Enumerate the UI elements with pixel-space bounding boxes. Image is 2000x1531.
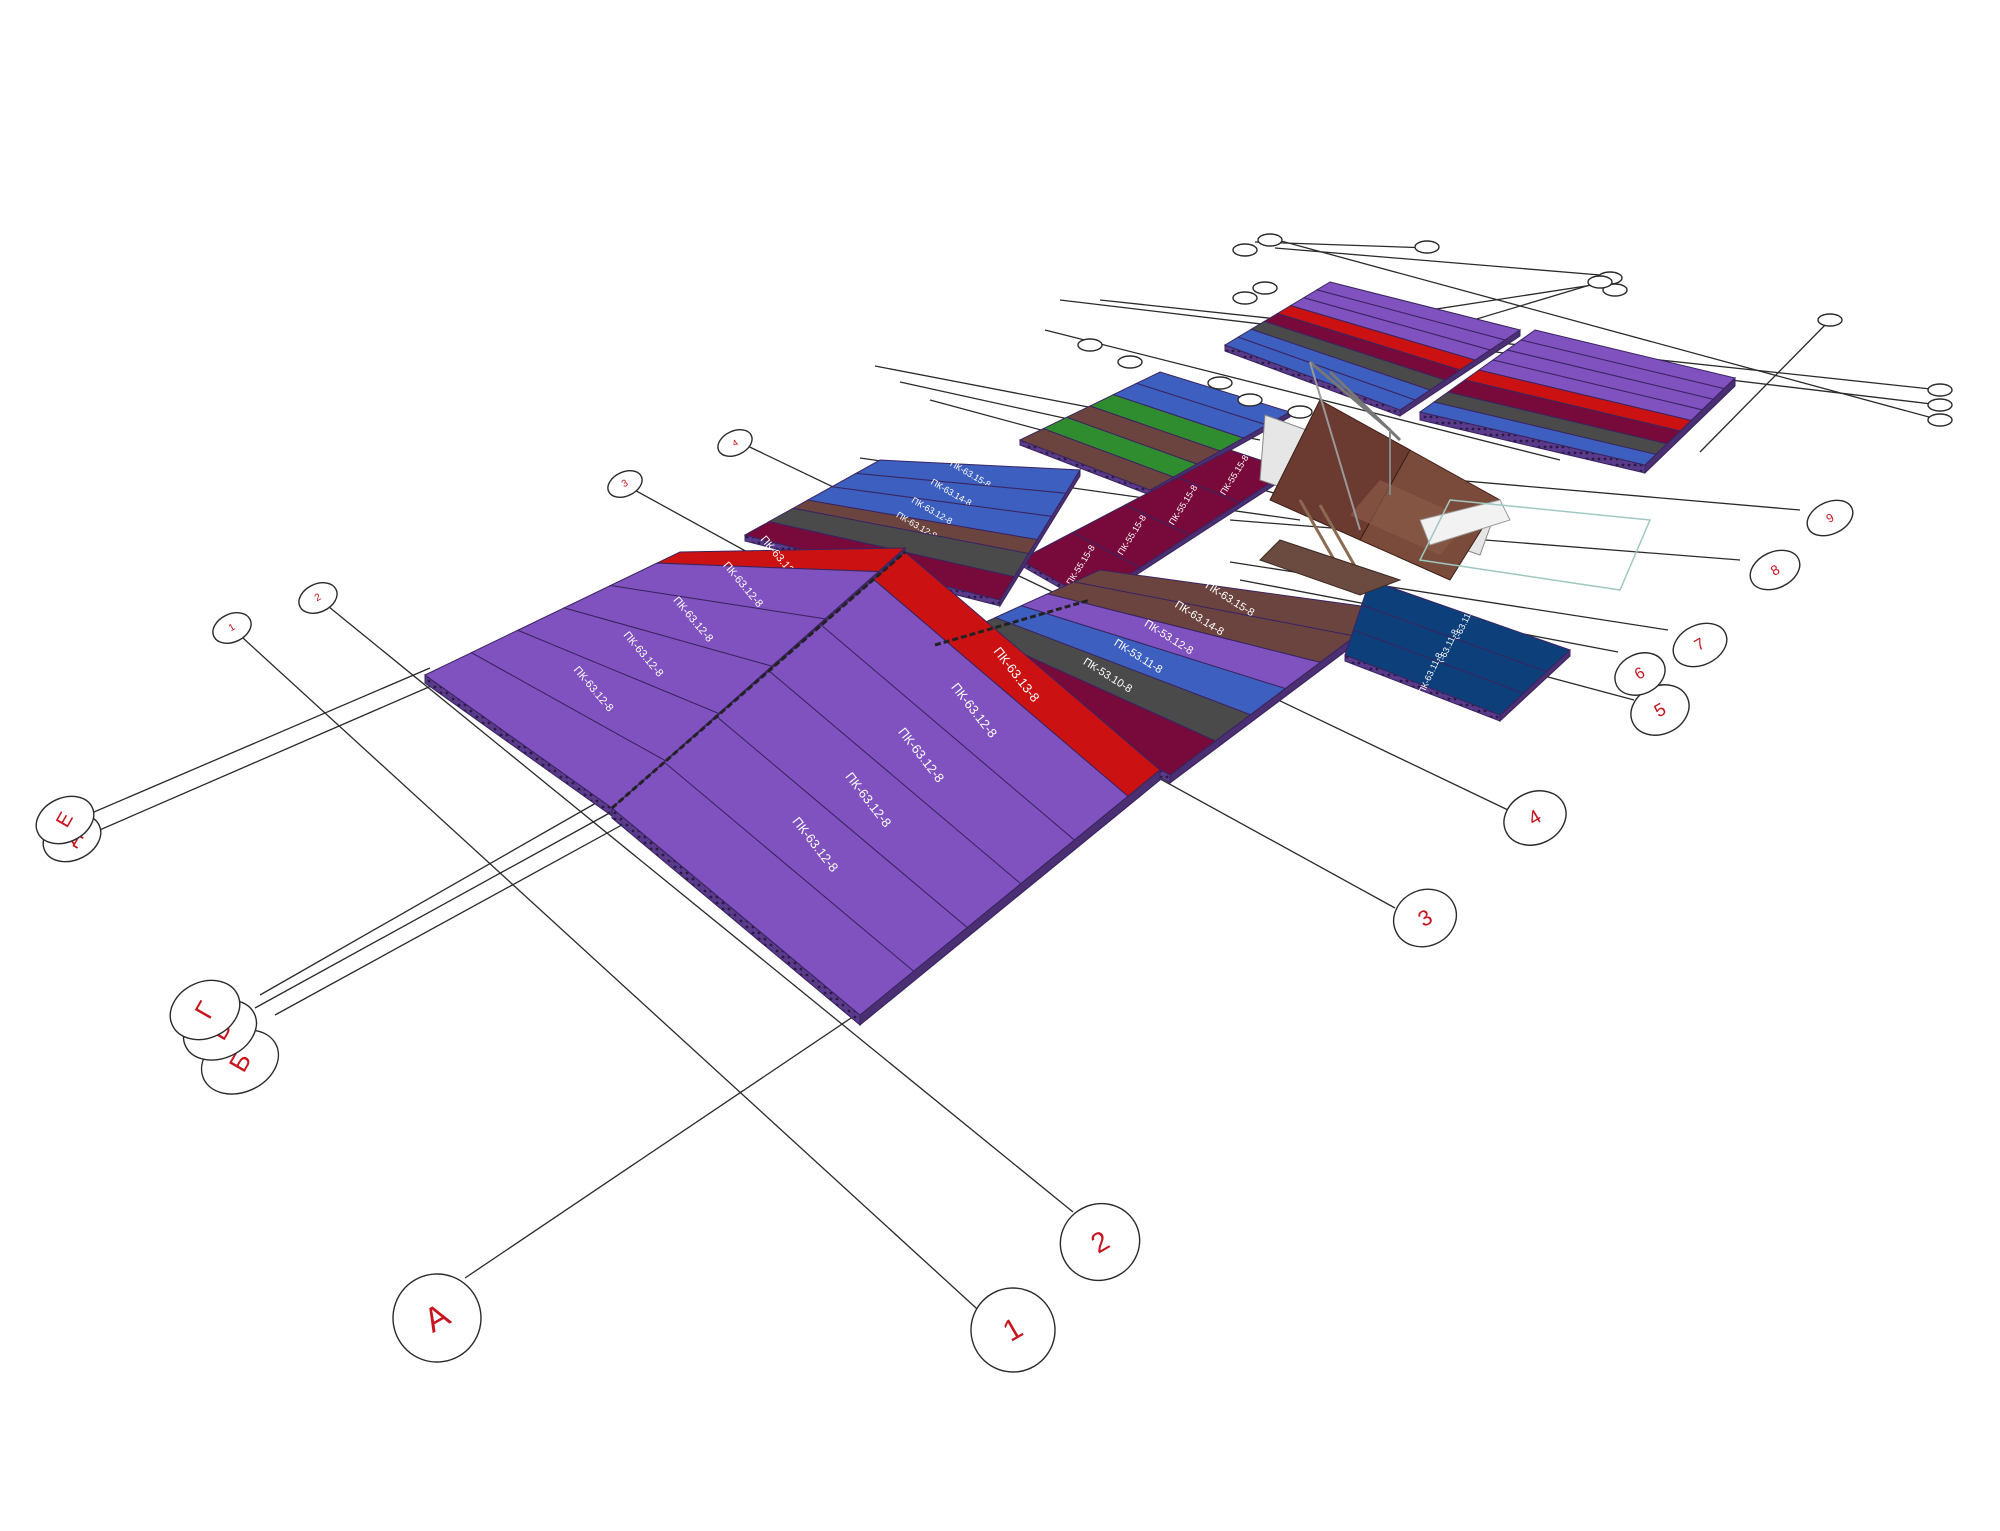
- axis-bubble-small: [1117, 355, 1143, 369]
- axis-bubble-small: [1602, 283, 1628, 297]
- axis-bubble-small: [1927, 383, 1953, 397]
- axis-bubble: Е: [35, 795, 95, 845]
- axis-bubble-small: [1257, 233, 1283, 247]
- axis-bubble-label: 2: [313, 592, 324, 605]
- axis-bubble: Г: [169, 979, 241, 1041]
- axis-bubble: 2: [1059, 1202, 1141, 1282]
- axis-bubble: 8: [1749, 549, 1801, 591]
- axis-bubble: А: [392, 1273, 482, 1363]
- axis-bubble-small: [1587, 275, 1613, 289]
- axis-bubble: 1: [970, 1287, 1056, 1373]
- axis-bubble: 9: [1806, 499, 1854, 537]
- axis-bubble-small: [1414, 240, 1440, 254]
- axis-bubble-small: [1287, 405, 1313, 419]
- axis-bubble-label: 1: [227, 622, 238, 635]
- axis-bubble-small: [1237, 393, 1263, 407]
- axis-bubble-small: [1077, 338, 1103, 352]
- axis-bubble-group: А1234567891234БВГДЕ: [35, 233, 1953, 1373]
- axis-bubble-small: [1817, 313, 1843, 327]
- axis-bubble: 4: [1503, 790, 1567, 846]
- axis-bubble: 3: [1392, 888, 1458, 948]
- back-right-strip: [1418, 401, 1657, 466]
- axis-bubble-small: [1207, 376, 1233, 390]
- axis-bubble: 3: [607, 470, 643, 498]
- axis-bubble-small: [1927, 398, 1953, 412]
- axis-bubble-small: [1927, 413, 1953, 427]
- bay4-strip: [1018, 428, 1175, 491]
- axis-bubble: 7: [1672, 622, 1728, 668]
- slab-group: ПК-55.15-8ПК-55.15-8ПК-55.15-8ПК-55.15-8…: [424, 281, 1737, 1027]
- axis-bubble-small: [1232, 243, 1258, 257]
- slab-joint-line: [611, 550, 906, 810]
- axis-bubble: 6: [1614, 652, 1666, 696]
- axis-bubble: 1: [212, 612, 252, 644]
- axis-bubble: 4: [717, 429, 753, 457]
- axis-bubble-label: 3: [620, 478, 631, 491]
- axis-bubble-small: [1232, 291, 1258, 305]
- bay5-right-strip: [1344, 629, 1525, 716]
- stair-model: [1259, 360, 1652, 596]
- back-left-strip: [1223, 336, 1417, 411]
- axis-bubble-small: [1252, 281, 1278, 295]
- axis-bubble: 2: [298, 582, 338, 614]
- axis-bubble-label: 4: [730, 437, 739, 448]
